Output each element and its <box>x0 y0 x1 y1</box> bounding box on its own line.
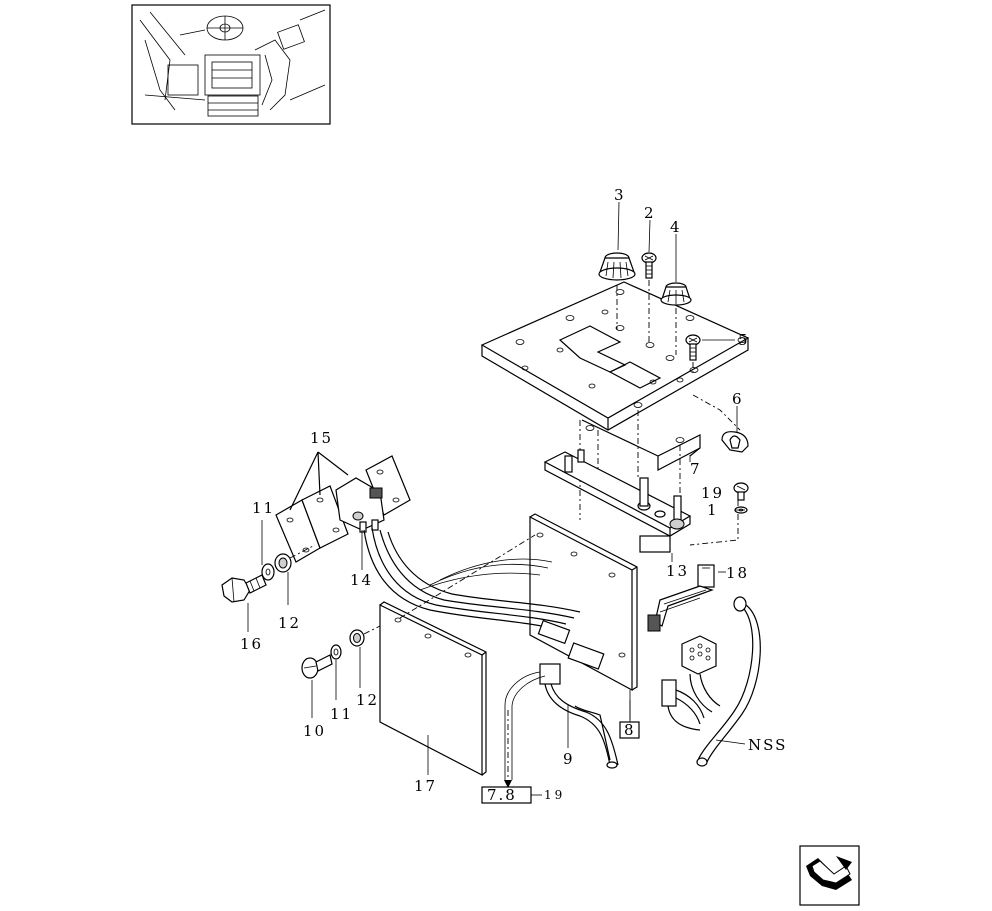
bolt-10 <box>301 654 333 679</box>
switch-bracket-7 <box>543 449 692 553</box>
nut-12-lower <box>349 629 365 647</box>
leader-lines <box>247 201 745 775</box>
return-arrow-icon[interactable] <box>799 845 860 906</box>
clip-6 <box>721 431 749 453</box>
assembly-lines-top <box>579 280 741 546</box>
callout-12-lower: 12 <box>356 691 379 709</box>
panel-plate <box>480 281 750 471</box>
callout-9: 9 <box>563 750 575 768</box>
wiring-harness <box>363 527 619 780</box>
callout-18: 18 <box>726 564 749 582</box>
circuit-board-8 <box>529 513 638 720</box>
callout-nss: NSS <box>748 736 787 754</box>
callout-2: 2 <box>644 204 656 222</box>
nut-12-upper <box>274 553 292 573</box>
relay-switch-14 <box>335 477 385 533</box>
callout-14: 14 <box>350 571 373 589</box>
callout-12-upper: 12 <box>278 614 301 632</box>
reference-arrowhead <box>504 780 512 788</box>
knob-4 <box>660 282 692 306</box>
callout-1: 1 <box>707 501 719 519</box>
ribbon-cable-18 <box>647 564 715 632</box>
callout-17: 17 <box>414 777 437 795</box>
reference-8-label: 8 <box>624 721 636 739</box>
cover-plate-17 <box>379 601 487 776</box>
callout-10: 10 <box>303 722 326 740</box>
callout-3: 3 <box>614 186 626 204</box>
callout-11-lower: 11 <box>330 705 353 723</box>
relay-bracket-15 <box>275 451 411 563</box>
knob-3 <box>598 252 636 281</box>
callout-19: 19 <box>701 484 724 502</box>
callout-6: 6 <box>732 390 744 408</box>
callout-11-upper: 11 <box>252 499 275 517</box>
screw-2 <box>641 252 657 279</box>
washer-11-upper <box>261 563 275 581</box>
callout-4: 4 <box>670 218 682 236</box>
callout-15: 15 <box>310 429 333 447</box>
washer-11-lower <box>330 644 342 660</box>
callout-5: 5 <box>738 331 750 349</box>
cab-interior-thumbnail <box>131 4 331 125</box>
callout-7: 7 <box>690 460 702 478</box>
reference-box-8 <box>619 721 640 739</box>
callout-16: 16 <box>240 635 263 653</box>
reference-7-8-suffix: 19 <box>544 788 565 802</box>
reference-7-8-label: 7.8 <box>487 786 517 804</box>
bolt-16 <box>221 574 267 603</box>
nss-harness <box>661 596 761 767</box>
screw-5 <box>685 334 701 361</box>
callout-13: 13 <box>666 562 689 580</box>
screw-19 <box>733 482 749 501</box>
